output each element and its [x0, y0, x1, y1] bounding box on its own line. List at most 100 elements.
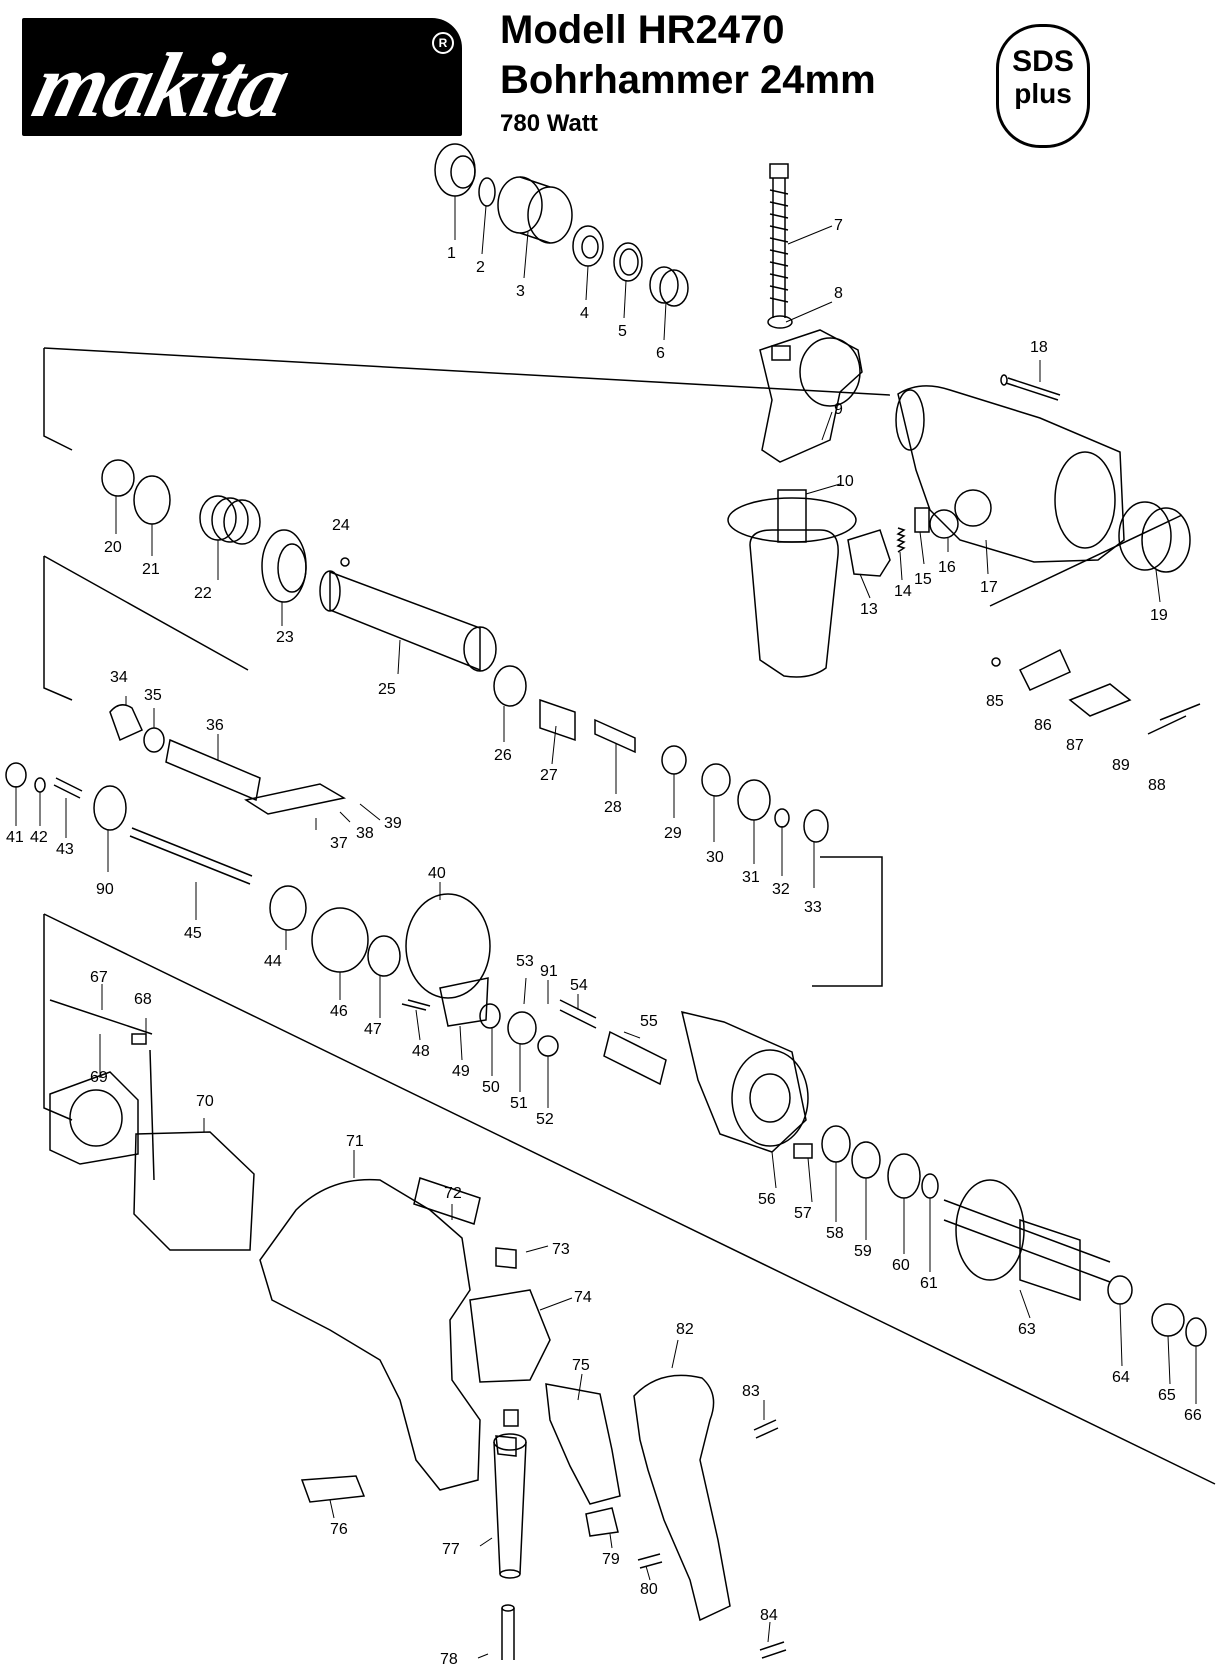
- leader-lines: [15, 196, 1197, 1659]
- callout-23: 23: [276, 629, 294, 646]
- part-sleeve: [497, 176, 573, 244]
- callout-86: 86: [1034, 717, 1052, 734]
- part-grip-handle: [633, 1374, 731, 1622]
- callout-89: 89: [1112, 757, 1130, 774]
- part-shaft-45: [5, 762, 491, 999]
- callout-51: 51: [510, 1095, 528, 1112]
- callout-54: 54: [570, 977, 588, 994]
- callout-82: 82: [676, 1321, 694, 1338]
- callout-10: 10: [836, 473, 854, 490]
- callout-38: 38: [356, 825, 374, 842]
- callout-5: 5: [618, 323, 627, 340]
- callout-28: 28: [604, 799, 622, 816]
- sds-plus-badge: SDS plus: [996, 24, 1090, 148]
- callout-60: 60: [892, 1257, 910, 1274]
- part-grip-base: [759, 329, 863, 463]
- callout-80: 80: [640, 1581, 658, 1598]
- callout-40: 40: [428, 865, 446, 882]
- part-spring: [649, 266, 689, 307]
- part-mount-86: [991, 648, 1201, 735]
- callout-43: 43: [56, 841, 74, 858]
- makita-logo: makita R: [22, 18, 462, 136]
- callout-59: 59: [854, 1243, 872, 1260]
- callout-15: 15: [914, 571, 932, 588]
- part-gear-housing: [895, 385, 1125, 563]
- callout-52: 52: [536, 1111, 554, 1128]
- callout-53: 53: [516, 953, 534, 970]
- callout-18: 18: [1030, 339, 1048, 356]
- callout-27: 27: [540, 767, 558, 784]
- callout-48: 48: [412, 1043, 430, 1060]
- callout-41: 41: [6, 829, 24, 846]
- callout-3: 3: [516, 283, 525, 300]
- callout-58: 58: [826, 1225, 844, 1242]
- frame-lines: [43, 347, 1216, 1485]
- callout-76: 76: [330, 1521, 348, 1538]
- callout-44: 44: [264, 953, 282, 970]
- part-nut: [767, 315, 793, 329]
- part-retaining-ring: [478, 177, 496, 207]
- callout-68: 68: [134, 991, 152, 1008]
- callout-49: 49: [452, 1063, 470, 1080]
- callout-71: 71: [346, 1133, 364, 1150]
- callout-67: 67: [90, 969, 108, 986]
- callout-57: 57: [794, 1205, 812, 1222]
- callout-64: 64: [1112, 1369, 1130, 1386]
- callout-85: 85: [986, 693, 1004, 710]
- callout-8: 8: [834, 285, 843, 302]
- callout-21: 21: [142, 561, 160, 578]
- callout-37: 37: [330, 835, 348, 852]
- part-o-ring: [613, 242, 643, 282]
- callout-65: 65: [1158, 1387, 1176, 1404]
- callout-77: 77: [442, 1541, 460, 1558]
- callout-69: 69: [90, 1069, 108, 1086]
- product-name: Bohrhammer 24mm: [500, 58, 876, 102]
- sds-badge-bottom: plus: [1014, 78, 1072, 109]
- callout-70: 70: [196, 1093, 214, 1110]
- callout-31: 31: [742, 869, 760, 886]
- part-cylinder: [319, 570, 497, 672]
- callout-88: 88: [1148, 777, 1166, 794]
- part-tube-77: [493, 1433, 527, 1660]
- part-screw-18: [1000, 374, 1061, 401]
- part-washer: [572, 225, 604, 267]
- callout-24: 24: [332, 517, 350, 534]
- callout-56: 56: [758, 1191, 776, 1208]
- callout-29: 29: [664, 825, 682, 842]
- callout-30: 30: [706, 849, 724, 866]
- part-compression-spring: [896, 527, 906, 553]
- part-row2-small: [493, 665, 829, 843]
- callout-25: 25: [378, 681, 396, 698]
- callout-19: 19: [1150, 607, 1168, 624]
- callout-79: 79: [602, 1551, 620, 1568]
- part-piston-36: [109, 704, 347, 815]
- part-depth-rod: [769, 163, 789, 318]
- callout-32: 32: [772, 881, 790, 898]
- callout-42: 42: [30, 829, 48, 846]
- callout-33: 33: [804, 899, 822, 916]
- callout-17: 17: [980, 579, 998, 596]
- callout-9: 9: [834, 401, 843, 418]
- power-rating: 780 Watt: [500, 110, 598, 137]
- callout-75: 75: [572, 1357, 590, 1374]
- part-switch-75: [495, 1383, 621, 1537]
- callout-13: 13: [860, 601, 878, 618]
- callout-6: 6: [656, 345, 665, 362]
- callout-84: 84: [760, 1607, 778, 1624]
- part-row2-rings: [101, 459, 350, 603]
- callout-78: 78: [440, 1651, 458, 1668]
- callout-47: 47: [364, 1021, 382, 1038]
- callout-45: 45: [184, 925, 202, 942]
- callout-numbers: 1 2 3 4 5 6 7 8 9 10 13 14 15 16 17 18 1…: [6, 217, 1202, 1668]
- callout-74: 74: [574, 1289, 592, 1306]
- part-motor-housing: [259, 1177, 551, 1503]
- callout-61: 61: [920, 1275, 938, 1292]
- callout-83: 83: [742, 1383, 760, 1400]
- callout-14: 14: [894, 583, 912, 600]
- callout-22: 22: [194, 585, 212, 602]
- callout-90: 90: [96, 881, 114, 898]
- model-title: Modell HR2470: [500, 8, 785, 52]
- part-side-grip: [727, 489, 857, 678]
- callout-16: 16: [938, 559, 956, 576]
- callout-87: 87: [1066, 737, 1084, 754]
